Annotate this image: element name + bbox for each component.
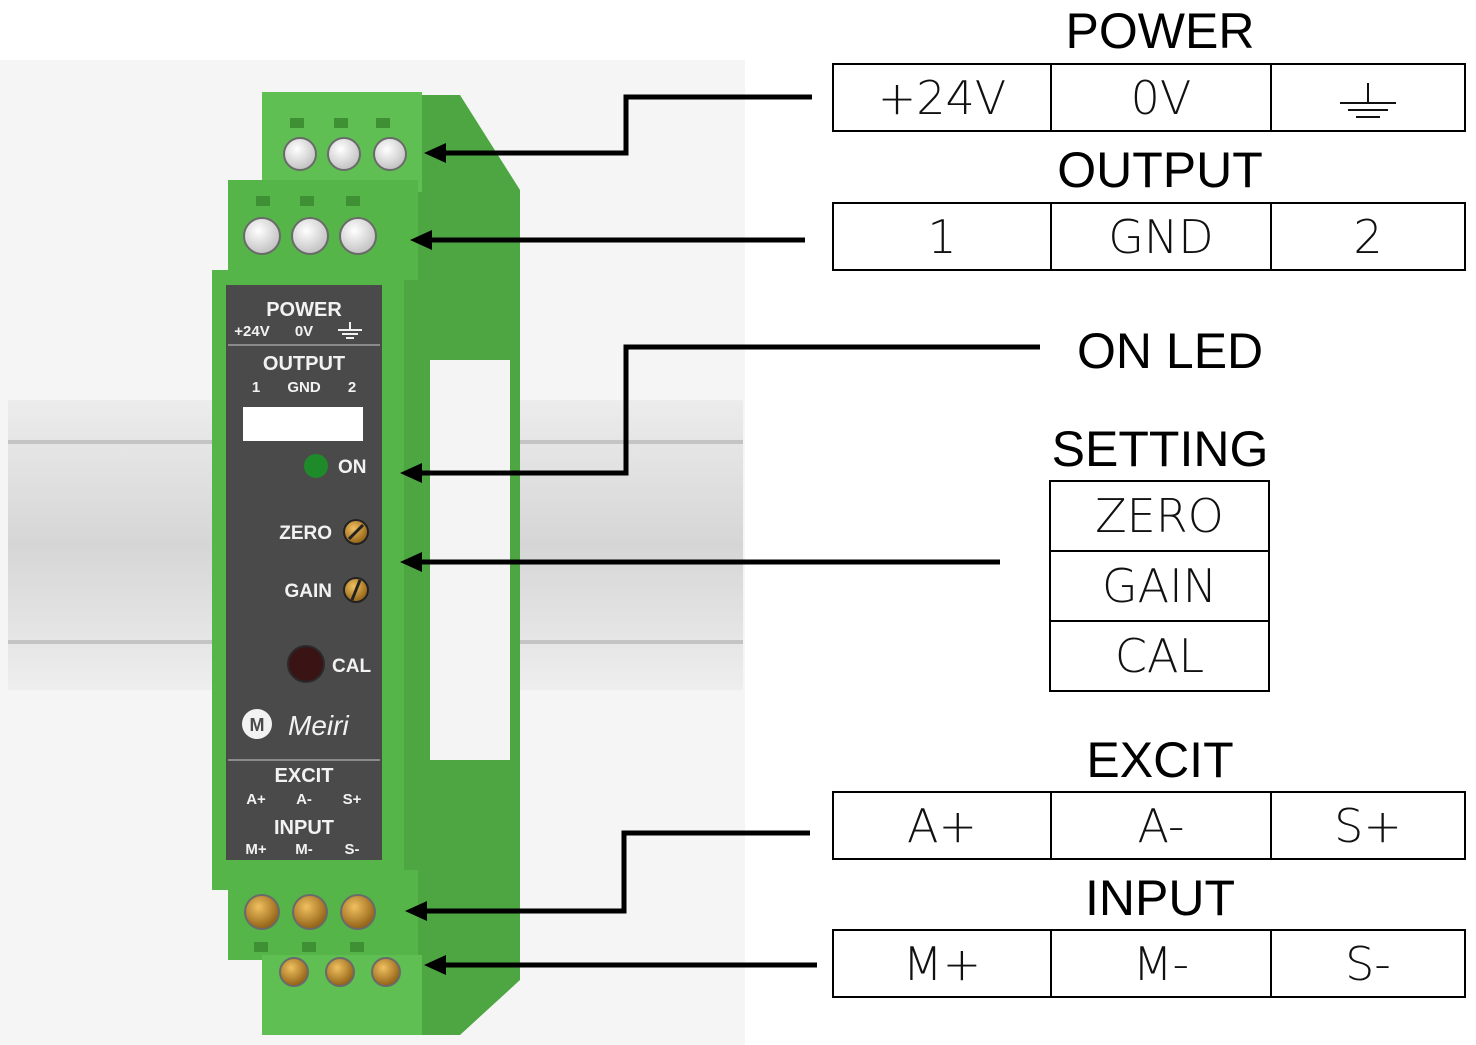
excit-leader (420, 830, 810, 914)
power-cell: +24V (832, 63, 1052, 132)
output-cell: GND (1050, 202, 1272, 271)
panel-input-pin: S- (345, 841, 360, 858)
input-cell: S- (1270, 929, 1466, 998)
arrowhead-icon (405, 901, 427, 921)
excit-cell: A- (1050, 791, 1272, 860)
panel-output-pin: 2 (348, 379, 356, 396)
output-cell: 2 (1270, 202, 1466, 271)
leader-lines (415, 94, 1040, 968)
brand-name: Meiri (288, 710, 349, 741)
arrowhead-icon (400, 463, 422, 483)
arrowhead-icon (410, 230, 432, 250)
screw (243, 217, 281, 255)
setting-callout-title: SETTING (1051, 421, 1269, 477)
ground-icon (1340, 83, 1396, 118)
input-callout-title: INPUT (1085, 870, 1235, 926)
screw (325, 957, 355, 987)
panel-label-window (243, 407, 363, 441)
cal-button-icon (287, 645, 325, 683)
setting-cell: GAIN (1049, 550, 1270, 622)
setting-cell: CAL (1049, 620, 1270, 692)
brand-mark: M (250, 715, 265, 735)
excit-callout-title: EXCIT (1086, 732, 1234, 788)
screw (244, 894, 280, 930)
power-cell: 0V (1050, 63, 1272, 132)
arrowheads (400, 143, 446, 975)
panel-input-pin: M- (295, 841, 313, 858)
input-cell: M+ (832, 929, 1052, 998)
power-cell-ground (1270, 63, 1466, 132)
panel-excit-label: EXCIT (275, 765, 334, 787)
panel-input-label: INPUT (274, 817, 334, 839)
panel-output-pin: GND (287, 379, 321, 396)
excit-cell: S+ (1270, 791, 1466, 860)
panel-power-pin: +24V (234, 323, 269, 340)
panel-excit-pin: A+ (246, 791, 266, 808)
panel-input-pin: M+ (245, 841, 266, 858)
input-pin-table: M+ M- S- (832, 929, 1466, 998)
setting-cell: ZERO (1049, 480, 1270, 552)
on-led-leader (415, 344, 1040, 476)
on-led-callout-title: ON LED (1077, 323, 1264, 379)
arrowhead-icon (424, 143, 446, 163)
screw (292, 894, 328, 930)
screw (339, 217, 377, 255)
panel-power-pin: 0V (295, 323, 313, 340)
arrowhead-icon (424, 955, 446, 975)
panel-output-label: OUTPUT (263, 353, 345, 375)
input-cell: M- (1050, 929, 1272, 998)
power-callout-title: POWER (1065, 3, 1255, 59)
power-pin-table: +24V 0V (832, 63, 1466, 132)
panel-gain-label: GAIN (285, 581, 333, 602)
panel-on-label: ON (338, 457, 367, 478)
excit-pin-table: A+ A- S+ (832, 791, 1466, 860)
panel-excit-pin: A- (296, 791, 312, 808)
brand-logo-icon (242, 709, 272, 739)
output-pin-table: 1 GND 2 (832, 202, 1466, 271)
screw (291, 217, 329, 255)
output-cell: 1 (832, 202, 1052, 271)
screw (327, 137, 361, 171)
panel-power-label: POWER (266, 299, 342, 321)
screw (283, 137, 317, 171)
screw (371, 957, 401, 987)
excit-cell: A+ (832, 791, 1052, 860)
panel-ground-icon (338, 322, 362, 339)
output-callout-title: OUTPUT (1057, 142, 1263, 198)
setting-table: ZERO GAIN CAL (1049, 480, 1270, 692)
power-leader (440, 94, 812, 156)
arrowhead-icon (400, 552, 422, 572)
screw (279, 957, 309, 987)
panel-cal-label: CAL (332, 656, 371, 677)
panel-output-pin: 1 (252, 379, 260, 396)
panel-excit-pin: S+ (343, 791, 362, 808)
on-led-icon (304, 454, 328, 478)
panel-zero-label: ZERO (279, 523, 332, 544)
front-panel (226, 285, 382, 860)
screw (373, 137, 407, 171)
screw (340, 894, 376, 930)
